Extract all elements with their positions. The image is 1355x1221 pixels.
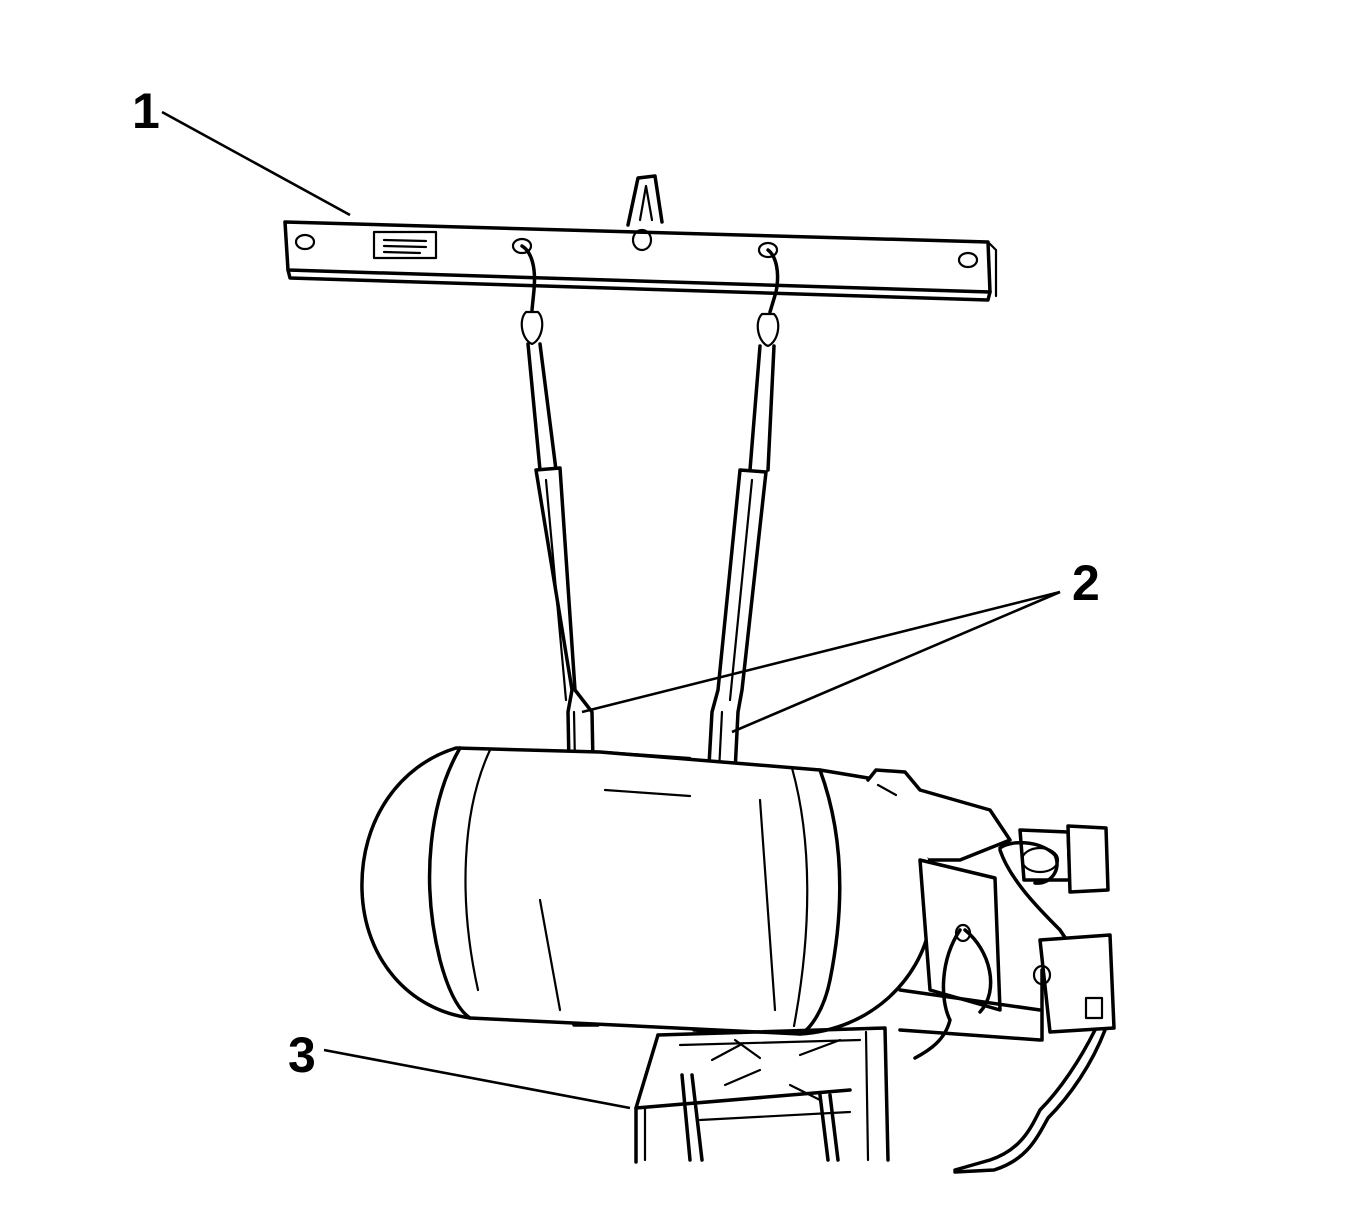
callout-2-leader-left	[581, 590, 1061, 714]
valve-assembly	[898, 824, 1116, 1174]
fuel-tank	[360, 746, 1012, 1036]
callout-3: 3	[288, 1027, 631, 1110]
callout-2-leader-right	[731, 590, 1061, 734]
callout-2-label: 2	[1072, 555, 1100, 611]
tank-cradle	[634, 1026, 890, 1164]
callout-1-leader	[161, 110, 351, 217]
callout-1-label: 1	[132, 83, 160, 139]
lift-bar	[283, 174, 998, 302]
callout-1: 1	[132, 83, 351, 217]
callout-3-label: 3	[288, 1027, 316, 1083]
callout-3-leader	[323, 1048, 631, 1110]
callout-2: 2	[581, 555, 1100, 734]
